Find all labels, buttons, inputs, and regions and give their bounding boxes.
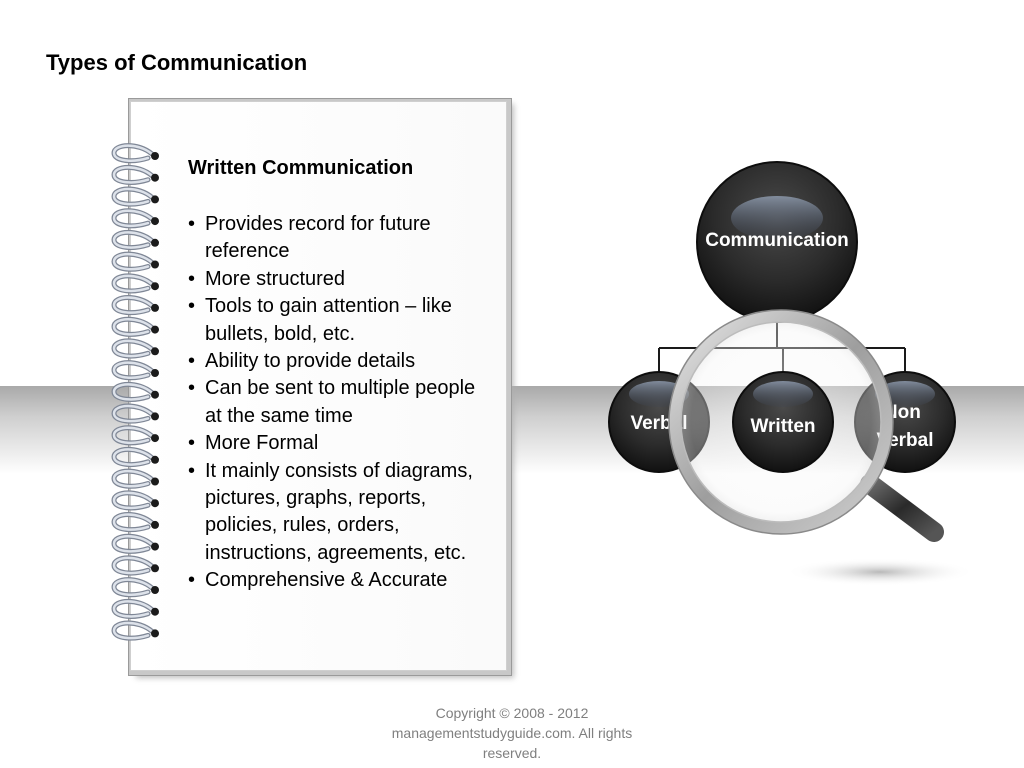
copyright-text: Copyright © 2008 - 2012 managementstudyg… [391, 705, 633, 761]
binding-coil [111, 164, 159, 185]
binding-coil [111, 446, 159, 468]
bullet-item: Comprehensive & Accurate [188, 567, 488, 595]
bullet-item: Can be sent to multiple people at the sa… [188, 375, 488, 430]
binding-coil [111, 208, 159, 229]
binding-coil [111, 620, 159, 641]
binding-coil [111, 295, 159, 316]
bullet-item: More Formal [188, 430, 488, 458]
card-title: Written Communication [188, 157, 414, 179]
bullet-item: More structured [188, 266, 488, 294]
binding-coil [111, 360, 159, 381]
bullet-list: Provides record for future reference Mor… [188, 211, 488, 595]
binding-coil [111, 403, 159, 424]
binding-coil [111, 598, 159, 619]
bullet-item: Provides record for future reference [188, 211, 488, 266]
node-communication: Communication [696, 161, 858, 323]
binding-coil [111, 143, 159, 164]
binding-coil [111, 338, 159, 359]
binding-coil [111, 512, 159, 533]
binding-coil [111, 533, 159, 554]
binding-coil [111, 229, 159, 251]
binding-coil [111, 186, 159, 207]
binding-coil [111, 273, 159, 294]
node-label: Written [750, 416, 815, 437]
spiral-binding [111, 143, 159, 641]
bullet-item: Ability to provide details [188, 348, 488, 376]
binding-coil [111, 381, 159, 402]
binding-coil [111, 468, 159, 489]
bullet-item: It mainly consists of diagrams, pictures… [188, 458, 488, 568]
binding-coil [111, 316, 159, 337]
floor-shadow [785, 558, 975, 586]
binding-coil [111, 425, 159, 446]
slide-title: Types of Communication [46, 50, 308, 75]
node-label: Communication [705, 230, 849, 251]
binding-coil [111, 490, 159, 511]
binding-coil [111, 251, 159, 272]
binding-coil [111, 555, 159, 576]
binding-coil [111, 577, 159, 598]
node-written: Written [732, 371, 834, 473]
bullet-item: Tools to gain attention – like bullets, … [188, 293, 488, 348]
